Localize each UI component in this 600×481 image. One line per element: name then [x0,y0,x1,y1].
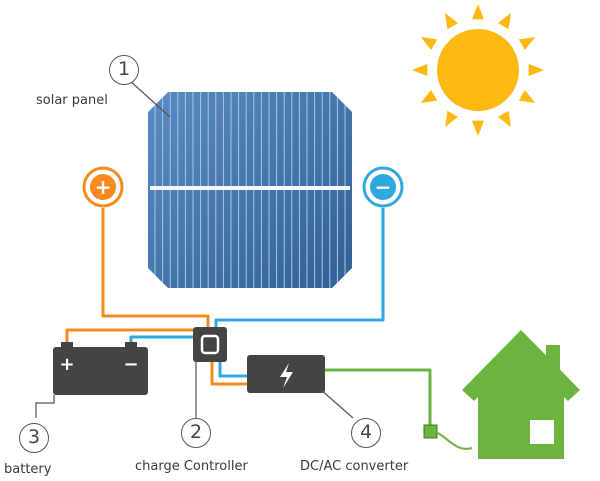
positive-wire [101,208,210,327]
battery-leader [35,395,55,418]
house-cable [437,432,473,450]
negative-sign: − [375,175,392,199]
converter-number: 4 [351,418,381,448]
battery-negative-sign: − [123,354,138,375]
solar-panel [148,92,352,288]
house-icon [462,330,580,459]
solar-panel-leader [128,79,171,118]
solar-panel-number: 1 [109,55,139,85]
positive-terminal: + [82,166,124,208]
lightning-icon [280,363,293,388]
converter-label: DC/AC converter [300,459,409,474]
solar-panel-label: solar panel [36,93,108,108]
converter-leader [319,388,354,419]
charge-controller-label: charge Controller [135,459,248,474]
battery-positive-wire [65,328,195,346]
ac-output-wire [324,368,432,425]
sun-icon [412,4,544,136]
battery-negative-wire [129,335,195,346]
negative-terminal: − [362,166,404,208]
negative-wire [214,208,385,327]
battery-positive-sign: + [59,354,74,375]
battery: + − [53,342,148,395]
converter-negative-wire [218,362,260,378]
battery-label: battery [4,462,52,477]
charge-controller [193,327,227,362]
positive-sign: + [95,175,112,199]
charge-controller-number: 2 [181,418,211,448]
battery-number: 3 [19,423,49,453]
converter-positive-wire [210,362,260,386]
dc-ac-converter [247,355,325,393]
plug [423,424,438,439]
